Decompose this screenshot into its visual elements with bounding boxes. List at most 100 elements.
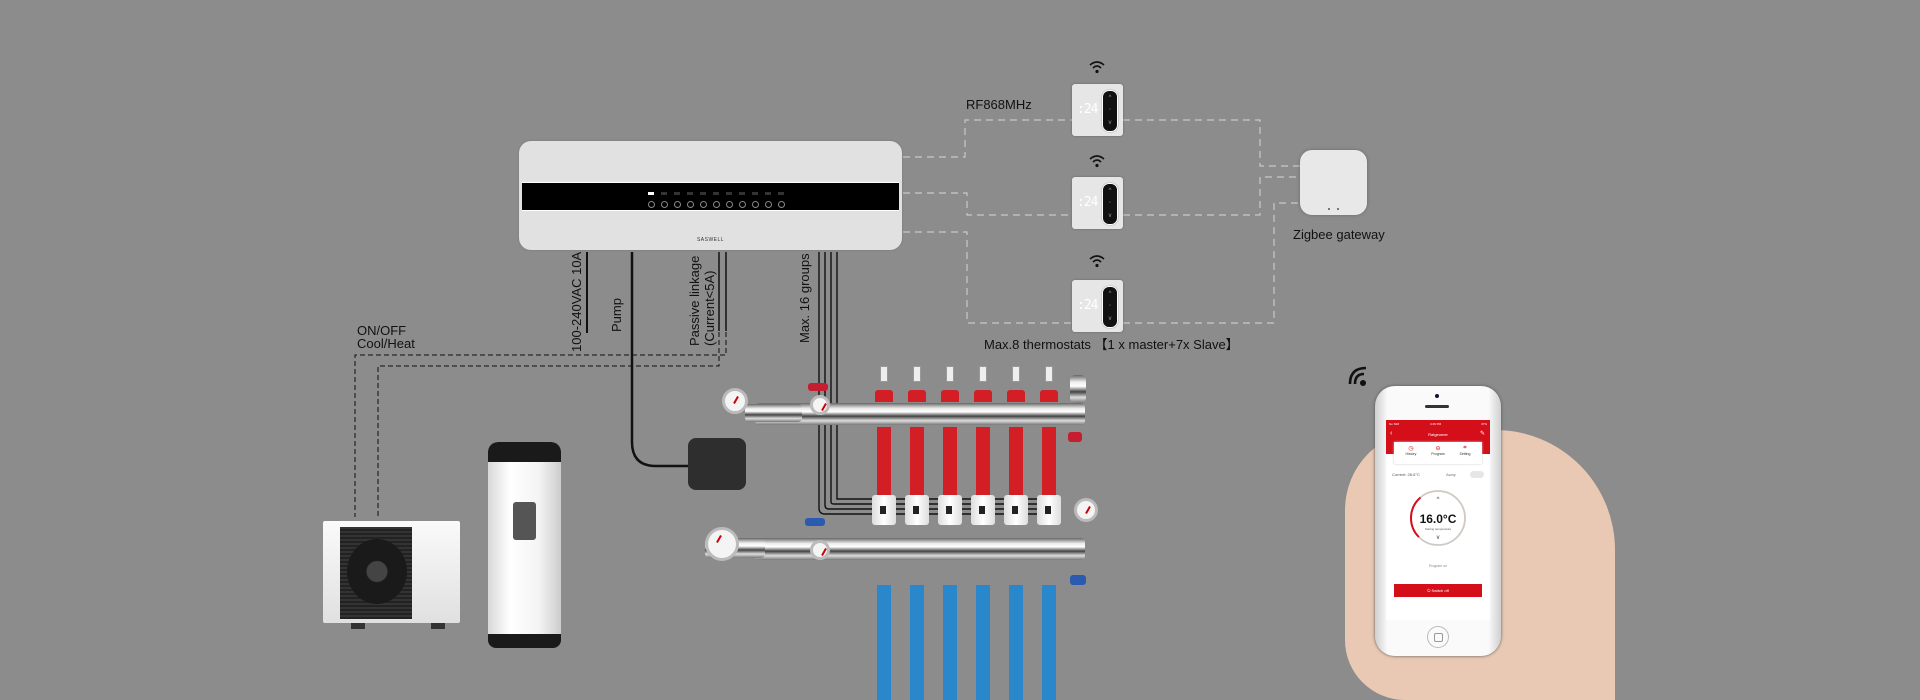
thermostat-caption: Max.8 thermostats 【1 x master+7x Slave】 xyxy=(984,337,1239,352)
thermal-actuator xyxy=(938,495,962,525)
away-toggle[interactable] xyxy=(1470,471,1484,478)
mixing-valve xyxy=(705,527,739,561)
pressure-gauge xyxy=(1074,498,1098,522)
wiring-center-controller: SASWELL xyxy=(519,141,902,250)
return-loop-pipe xyxy=(910,585,924,700)
temperature-dial[interactable]: ^ v xyxy=(1408,488,1468,548)
pump-wire xyxy=(630,252,690,468)
actuator-indicator xyxy=(880,506,886,514)
rf-link-2 xyxy=(903,192,1073,216)
earpiece xyxy=(1425,405,1449,408)
actuator-indicator xyxy=(979,506,985,514)
flow-meter xyxy=(913,366,921,382)
zone-led-2 xyxy=(661,192,667,195)
actuator-wire-3 xyxy=(830,252,1060,505)
front-camera xyxy=(1435,394,1439,398)
zone-led-9 xyxy=(752,192,758,195)
status-time: 4:46 PM xyxy=(1430,422,1442,426)
actuator-wire-2 xyxy=(824,252,1060,510)
switch-off-button[interactable]: ⏻ Switch off xyxy=(1394,584,1482,597)
gateway-led xyxy=(1328,208,1330,210)
gateway-led xyxy=(1337,208,1339,210)
zone-button-4 xyxy=(687,201,694,208)
wifi-icon xyxy=(1089,255,1105,268)
tank-panel xyxy=(513,502,536,540)
zone-led-1 xyxy=(648,192,654,195)
program-icon: ⊖ xyxy=(1435,446,1441,452)
controller-led-bar xyxy=(522,182,899,211)
tab-history[interactable]: ◷History xyxy=(1396,445,1426,456)
rf-link-3 xyxy=(903,231,1073,324)
actuator-indicator xyxy=(1012,506,1018,514)
gateway-link-3 xyxy=(1123,202,1300,324)
edit-icon[interactable]: ✎ xyxy=(1479,431,1485,437)
flow-meter-cap xyxy=(941,390,959,402)
flow-meter-cap xyxy=(974,390,992,402)
supply-loop-pipe xyxy=(1042,427,1056,495)
zone-button-8 xyxy=(739,201,746,208)
zone-led-3 xyxy=(674,192,680,195)
thermostat-controls: ^◦v xyxy=(1102,183,1118,225)
tab-program[interactable]: ⊖Program xyxy=(1423,445,1453,456)
supply-loop-pipe xyxy=(910,427,924,495)
thermal-actuator xyxy=(971,495,995,525)
setpoint-temperature: 16.0°C xyxy=(1419,512,1457,526)
flow-meter xyxy=(1012,366,1020,382)
zigbee-gateway xyxy=(1300,150,1367,215)
flow-meter-cap xyxy=(1007,390,1025,402)
thermostat-master: :24 ^◦v xyxy=(1072,84,1123,136)
actuator-indicator xyxy=(946,506,952,514)
setting-icon: ⌗ xyxy=(1463,445,1467,451)
status-battery: 47% xyxy=(1480,422,1487,426)
return-loop-pipe xyxy=(943,585,957,700)
fan-icon xyxy=(347,539,407,604)
return-loop-pipe xyxy=(976,585,990,700)
supply-loop-pipe xyxy=(1009,427,1023,495)
wifi-signal-icon xyxy=(1348,366,1367,386)
gateway-label: Zigbee gateway xyxy=(1293,227,1385,242)
flow-meter-cap xyxy=(1040,390,1058,402)
passive-linkage-label: Passive linkage xyxy=(687,255,702,346)
flow-meter xyxy=(946,366,954,382)
thermostat-display: :24 xyxy=(1077,102,1099,117)
wifi-icon xyxy=(1089,155,1105,168)
zone-button-5 xyxy=(700,201,707,208)
return-loop-pipe xyxy=(1009,585,1023,700)
max-groups-label: Max. 16 groups xyxy=(797,253,812,343)
thermal-actuator xyxy=(872,495,896,525)
air-vent xyxy=(1070,375,1086,403)
thermal-actuator xyxy=(1004,495,1028,525)
zone-button-9 xyxy=(752,201,759,208)
dial-progress xyxy=(1410,496,1422,538)
supply-link-pipe xyxy=(750,404,802,422)
zone-led-5 xyxy=(700,192,706,195)
thermostat-slave-2: :24 ^◦v xyxy=(1072,280,1123,332)
drain-valve-red xyxy=(1068,432,1082,442)
zone-button-3 xyxy=(674,201,681,208)
app-tabs: ◷History ⊖Program ⌗Setting xyxy=(1394,442,1482,464)
back-icon[interactable]: ‹ xyxy=(1390,430,1393,437)
return-loop-pipe xyxy=(1042,585,1056,700)
zone-led-10 xyxy=(765,192,771,195)
zone-led-4 xyxy=(687,192,693,195)
increase-arrow-icon: ^ xyxy=(1437,497,1440,503)
tab-setting[interactable]: ⌗Setting xyxy=(1450,445,1480,456)
controller-brand: SASWELL xyxy=(696,237,725,243)
actuator-indicator xyxy=(1045,506,1051,514)
home-button[interactable] xyxy=(1427,626,1449,648)
program-status: Program on xyxy=(1428,564,1448,568)
heat-pump-grille xyxy=(340,527,412,619)
zone-button-2 xyxy=(661,201,668,208)
flow-meter xyxy=(979,366,987,382)
status-carrier: No SIM xyxy=(1389,422,1400,426)
thermometer-gauge xyxy=(810,395,830,415)
gateway-link-2 xyxy=(1123,176,1300,216)
cool-heat-label: Cool/Heat xyxy=(357,336,415,351)
return-manifold-bar xyxy=(755,538,1085,560)
thermostat-slave-1: :24 ^◦v xyxy=(1072,177,1123,229)
thermostat-display: :24 xyxy=(1077,195,1099,210)
supply-loop-pipe xyxy=(877,427,891,495)
heat-pump-foot xyxy=(351,623,365,629)
supply-loop-pipe xyxy=(943,427,957,495)
